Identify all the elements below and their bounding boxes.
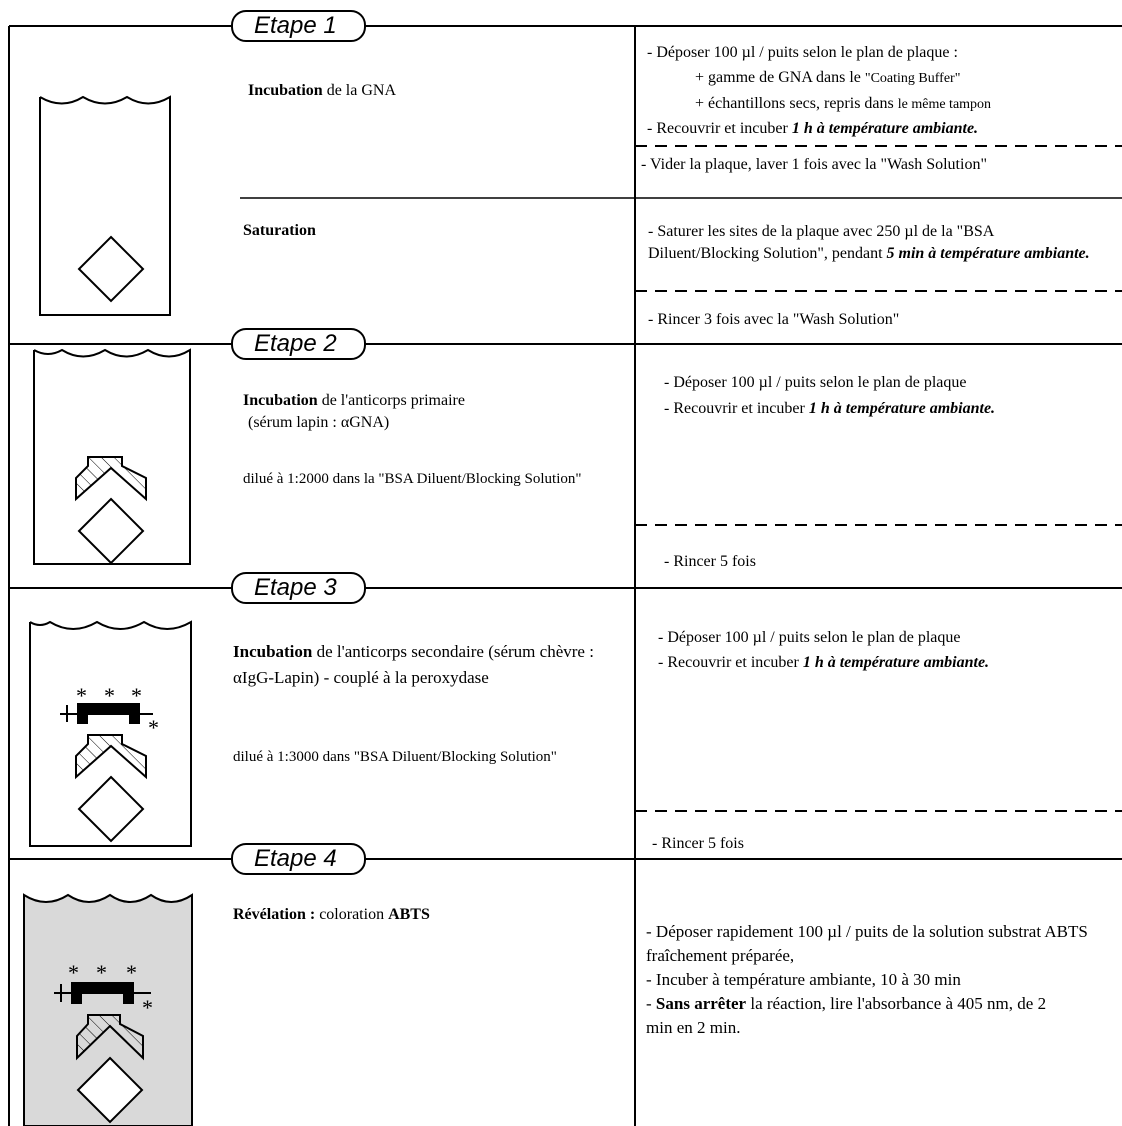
- step2-instruction-incubate: - Recouvrir et incuber 1 h à température…: [664, 399, 995, 418]
- peroxidase-asterisk: *: [104, 683, 115, 708]
- text-small: le même tampon: [897, 97, 992, 112]
- step3-instruction-deposit: - Déposer 100 µl / puits selon le plan d…: [658, 629, 961, 646]
- well-step1: [39, 95, 171, 316]
- step-labels: [231, 10, 366, 875]
- antigen-icon: [77, 235, 145, 303]
- step2-title-line2: (sérum lapin : αGNA): [248, 414, 390, 431]
- peroxidase-asterisk: *: [68, 960, 79, 985]
- text-em: 1 h à température ambiante.: [808, 400, 996, 417]
- peroxidase-asterisk: *: [72, 988, 83, 1013]
- title-bold: Révélation :: [233, 906, 316, 923]
- title-bold2: ABTS: [388, 906, 430, 923]
- text: - Recouvrir et incuber: [664, 400, 809, 417]
- step3-title: Incubation de l'anticorps secondaire (sé…: [233, 639, 633, 691]
- well-step2: [33, 348, 191, 565]
- well-step3: [29, 620, 192, 847]
- antigen-icon: [76, 1056, 144, 1124]
- text: + échantillons secs, repris dans: [695, 95, 898, 112]
- table-grid: [8, 25, 1122, 1126]
- step2-label: Etape 2: [254, 330, 337, 357]
- step2-instruction-deposit: - Déposer 100 µl / puits selon le plan d…: [664, 374, 967, 391]
- step3-instruction-rinse: - Rincer 5 fois: [652, 835, 744, 852]
- step4-label-capsule: [231, 843, 366, 875]
- peroxidase-asterisk: *: [96, 960, 107, 985]
- text-em: 5 min à température ambiante.: [886, 245, 1090, 262]
- step3-dilution: dilué à 1:3000 dans "BSA Diluent/Blockin…: [233, 749, 557, 765]
- step1-incubation-title: Incubation de la GNA: [248, 81, 396, 100]
- text: - Recouvrir et incuber: [647, 120, 792, 137]
- primary-antibody-icon: [75, 456, 147, 502]
- peroxidase-asterisk: *: [78, 710, 89, 735]
- text-bold: Sans arrêter: [655, 994, 747, 1013]
- step1-instruction-saturate: - Saturer les sites de la plaque avec 25…: [648, 221, 1108, 265]
- title-rest: de la GNA: [322, 82, 397, 99]
- secondary-antibody-icon: [60, 703, 153, 724]
- well-step4: [23, 893, 193, 1126]
- step4-instruction-deposit: - Déposer rapidement 100 µl / puits de l…: [646, 922, 1088, 965]
- text: + gamme de GNA dans le: [695, 69, 865, 86]
- well-outline: [39, 95, 171, 316]
- title-bold: Incubation: [233, 642, 313, 661]
- title-rest: de l'anticorps secondaire (sérum chèvre …: [233, 642, 594, 687]
- text-rest: la réaction, lire l'absorbance à 405 nm,…: [646, 994, 1047, 1037]
- well-outline: [23, 893, 193, 1126]
- title-bold: Incubation: [248, 82, 323, 99]
- peroxidase-asterisk: *: [131, 683, 142, 708]
- step4-title: Révélation : coloration ABTS: [233, 905, 430, 924]
- step3-instruction-incubate: - Recouvrir et incuber 1 h à température…: [658, 653, 989, 672]
- text: - Saturer les sites de la plaque avec 25…: [648, 223, 994, 262]
- step1-instruction-gamme: + gamme de GNA dans le "Coating Buffer": [695, 68, 960, 88]
- well-outline: [29, 620, 192, 847]
- step2-title: Incubation de l'anticorps primaire: [243, 391, 465, 410]
- title-mid: coloration: [315, 906, 389, 923]
- peroxidase-asterisk: *: [148, 715, 159, 740]
- text: -: [646, 994, 656, 1013]
- antigen-icon: [77, 775, 145, 843]
- step1-saturation-title: Saturation: [243, 221, 316, 240]
- step1-label-capsule: [231, 10, 366, 42]
- primary-antibody-icon: [75, 734, 147, 780]
- title-rest: de l'anticorps primaire: [317, 392, 465, 409]
- peroxidase-asterisk: *: [126, 960, 137, 985]
- step2-dilution: dilué à 1:2000 dans la "BSA Diluent/Bloc…: [243, 471, 582, 487]
- step4-instruction-incubate: - Incuber à température ambiante, 10 à 3…: [646, 970, 961, 989]
- secondary-antibody-icon: [54, 982, 151, 1004]
- step1-instruction-rinse: - Rincer 3 fois avec la "Wash Solution": [648, 311, 900, 328]
- step4-instruction-read: - Sans arrêter la réaction, lire l'absor…: [646, 992, 1066, 1040]
- step3-label: Etape 3: [254, 574, 337, 601]
- peroxidase-asterisk: *: [142, 995, 153, 1020]
- text-em: 1 h à température ambiante.: [791, 120, 979, 137]
- text: - Recouvrir et incuber: [658, 654, 803, 671]
- well-outline: [33, 348, 191, 565]
- antigen-icon: [77, 497, 145, 565]
- title-bold: Saturation: [243, 222, 316, 239]
- text-small: "Coating Buffer": [864, 71, 961, 86]
- step1-instruction-incubate: - Recouvrir et incuber 1 h à température…: [647, 119, 978, 138]
- step1-instruction-samples: + échantillons secs, repris dans le même…: [695, 94, 991, 114]
- step1-label: Etape 1: [254, 12, 337, 39]
- peroxidase-asterisk: *: [76, 683, 87, 708]
- step2-label-capsule: [231, 328, 366, 360]
- title-bold: Incubation: [243, 392, 318, 409]
- step1-instruction-deposit: - Déposer 100 µl / puits selon le plan d…: [647, 44, 958, 61]
- step2-instruction-rinse: - Rincer 5 fois: [664, 553, 756, 570]
- step4-label: Etape 4: [254, 845, 337, 872]
- text-em: 1 h à température ambiante.: [802, 654, 990, 671]
- primary-antibody-icon: [76, 1014, 144, 1061]
- step1-instruction-wash: - Vider la plaque, laver 1 fois avec la …: [641, 156, 987, 173]
- step3-label-capsule: [231, 572, 366, 604]
